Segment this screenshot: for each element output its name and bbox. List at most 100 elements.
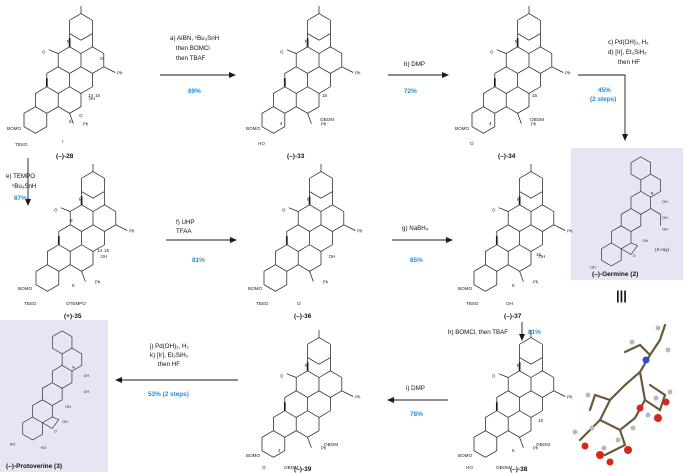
atom-o: O [280,50,284,55]
atom-ph: Ph [533,446,539,451]
step-g-yield: 85% [410,257,423,264]
structure-38: N O Ph Ph [473,329,573,459]
step-h-yield: 81% [528,329,541,336]
structure-35: N O Ph OH Ph [35,163,135,293]
svg-text:OH: OH [65,405,71,409]
atom-number-14-35: 14 [97,248,103,253]
compound-label-36: (–)-36 [294,313,312,320]
step-a-reagent-2: then BOMCl [176,45,210,52]
compound-label-35: (+)-35 [64,313,82,320]
step-a-reagent-3: then TBAF [176,55,206,62]
atom-ph: Ph [357,228,363,233]
structure-36: N O Ph OH Ph [263,163,363,293]
step-jk-reagent-3: then HF [158,361,180,368]
step-g-reagent: g) NaBH₄ [402,225,429,232]
svg-text:O: O [633,254,636,258]
label-obom-33: OBOM [320,117,334,122]
atom-number-6-37: 6 [512,283,515,288]
label-oh-37: OH [506,301,513,306]
atom-ph: Ph [355,70,361,75]
atom-oh: OH [329,254,336,259]
step-a-reagent-1: a) AIBN, ⁿBu₃SnH [170,35,219,42]
atom-o: O [492,208,496,213]
atom-oh: OH [89,96,96,101]
atom-number-4-33: 4 [280,121,283,126]
step-cd-yield-note: (2 steps) [590,96,616,103]
label-tbso-28: TBSO [15,142,28,147]
step-b-reagent: b) DMP [404,61,425,68]
atom-n: N [67,39,70,44]
atom-number-15-34: 15 [532,93,538,98]
atom-number-9-35: 9 [70,218,73,223]
svg-text:OH: OH [62,420,68,424]
atom-n: N [305,39,308,44]
label-iodine-28: I [62,139,63,144]
atom-number-15-33: 15 [322,93,328,98]
arrow-step-cd [578,74,628,141]
atom-ph: Ph [565,70,571,75]
step-f-reagent-1: f) UHP [176,219,195,226]
atom-ph: Ph [323,280,329,285]
atom-ph: Ph [321,446,327,451]
step-cd-yield: 45% [598,87,611,94]
label-bomo-33: BOMO [246,126,260,131]
atom-number-16-38: 16 [538,418,544,423]
step-e-reagent-1: e) TEMPO [6,173,35,180]
step-i-yield: 78% [410,411,423,418]
label-tbso-36: TBSO [256,301,269,306]
label-ho-38: HO [466,465,473,470]
atom-oh: OH [101,254,108,259]
step-cd-reagent-3: then HF [618,59,640,66]
atom-ph: Ph [95,280,101,285]
atom-number-16-37: 16 [536,252,542,257]
svg-text:OH: OH [662,200,668,204]
structure-34: N O Ph Ph [471,5,571,135]
compound-label-38: (–)-38 [510,466,528,473]
svg-text:OH: OH [662,228,668,232]
step-a-yield: 89% [188,88,201,95]
label-obom-39a: OBOM [324,442,338,447]
atom-n: N [517,197,520,202]
svg-text:HO: HO [41,446,47,450]
atom-ph: Ph [83,122,89,127]
atom-number-6-38: 6 [512,448,515,453]
atom-number-4-34: 4 [489,121,492,126]
atom-number-14: 14 [88,93,94,98]
atom-o: O [490,50,494,55]
label-o-39: O [262,465,266,470]
compound-label-37: (–)-37 [504,313,522,320]
structure-39: N O Ph Ph [261,329,361,459]
svg-text:OH: OH [662,216,668,220]
svg-text:OH: OH [83,390,89,394]
atom-ph: Ph [567,228,573,233]
compound-label-germine: (–)-Germine (2) [592,271,638,278]
atom-o: O [282,208,286,213]
atom-ph: Ph [117,70,123,75]
atom-n: N [79,197,82,202]
atom-n: N [307,197,310,202]
svg-text:OH: OH [83,374,89,378]
label-bomo-36: BOMO [248,286,262,291]
atom-number-15: 15 [95,93,101,98]
label-otempo-35: OTEMPO [66,301,86,306]
compound-label-protoverine: (–)-Protoverine (3) [6,463,62,470]
atom-o: O [492,374,496,379]
atom-o: O [42,50,46,55]
svg-text:OH: OH [642,239,648,243]
step-e-yield: 87% [14,195,27,202]
compound-label-33: (–)-33 [287,153,305,160]
label-obom-38a: OBOM [536,442,550,447]
step-h-reagent: h) BOMCl, then TBAF [448,329,508,336]
atom-ph: Ph [533,280,539,285]
step-jk-yield: 53% (2 steps) [148,391,189,398]
label-bomo-37: BOMO [458,286,472,291]
atom-number-15-35: 15 [104,248,110,253]
label-obom-38b: OBOM [496,465,510,470]
germine-highlight-box [571,148,683,280]
atom-o: O [79,113,83,118]
label-tbso-37: TBSO [466,301,479,306]
label-tbso-35: TBSO [24,301,37,306]
atom-ph: Ph [567,394,573,399]
step-jk-reagent-1: j) Pd(OH)₂, H₂ [149,343,189,350]
step-jk-reagent-2: k) [Ir], Et₂SiH₂ [150,352,189,359]
